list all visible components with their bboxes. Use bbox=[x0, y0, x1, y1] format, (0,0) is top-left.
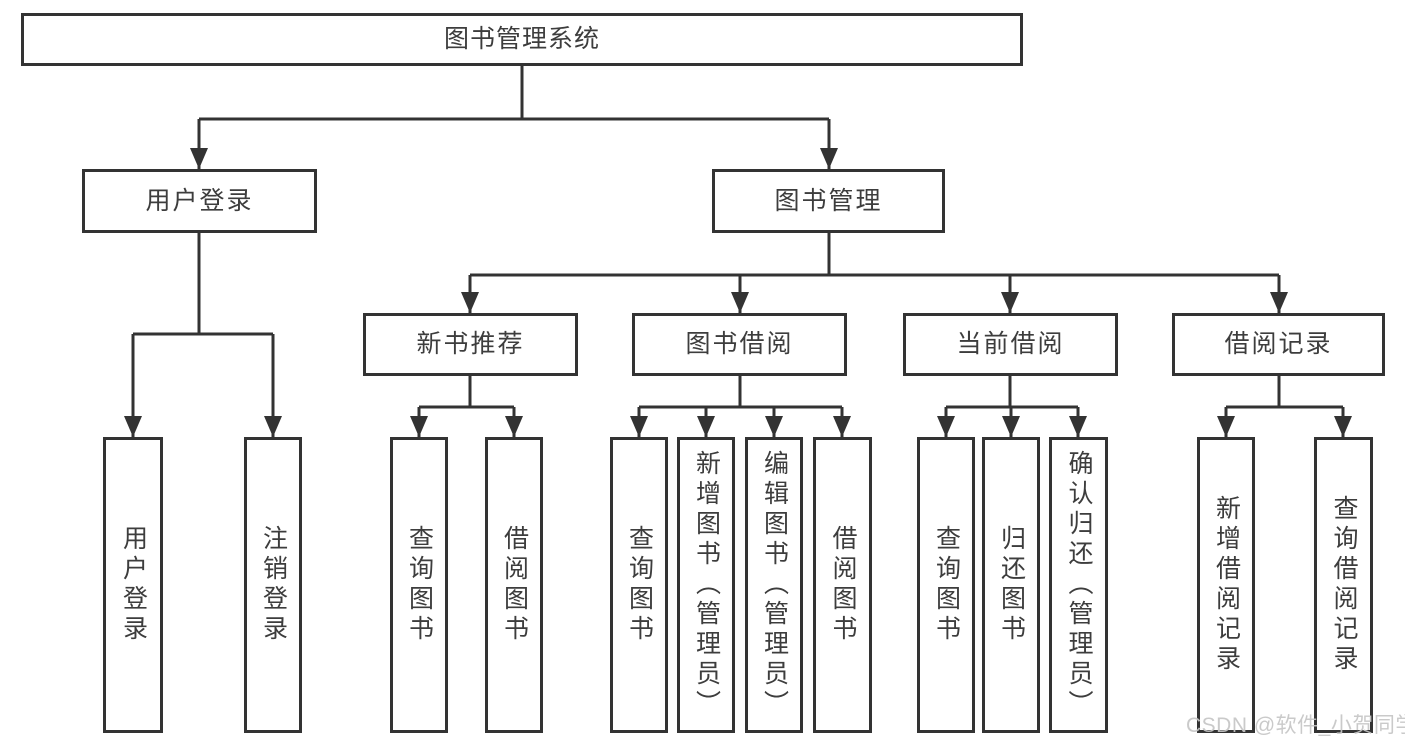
leaf-edit-book-admin: 编辑图书（管理员） bbox=[745, 437, 803, 733]
leaf-query-books-3: 查询图书 bbox=[917, 437, 975, 733]
node-borrow-records: 借阅记录 bbox=[1172, 313, 1385, 376]
leaf-query-books-2: 查询图书 bbox=[610, 437, 668, 733]
leaf-add-book-admin: 新增图书（管理员） bbox=[677, 437, 735, 733]
leaf-add-borrow-record: 新增借阅记录 bbox=[1197, 437, 1255, 733]
leaf-logout: 注销登录 bbox=[244, 437, 302, 733]
node-current-borrow: 当前借阅 bbox=[903, 313, 1118, 376]
node-new-book-recommend: 新书推荐 bbox=[363, 313, 578, 376]
leaf-user-login: 用户登录 bbox=[103, 437, 163, 733]
node-user-login: 用户登录 bbox=[82, 169, 317, 233]
node-root: 图书管理系统 bbox=[21, 13, 1023, 66]
connector-book-management bbox=[461, 233, 1288, 313]
leaf-borrow-books-2: 借阅图书 bbox=[813, 437, 872, 733]
connector-borrow-records bbox=[1217, 376, 1352, 437]
leaf-borrow-books-1: 借阅图书 bbox=[485, 437, 543, 733]
leaf-query-books-1: 查询图书 bbox=[390, 437, 448, 733]
node-book-management: 图书管理 bbox=[712, 169, 945, 233]
connector-user-login bbox=[124, 233, 282, 437]
connector-new-book-recommend bbox=[410, 376, 523, 437]
connector-root bbox=[190, 66, 838, 169]
leaf-return-book: 归还图书 bbox=[982, 437, 1040, 733]
connector-current-borrow bbox=[937, 376, 1087, 437]
leaf-query-borrow-record: 查询借阅记录 bbox=[1314, 437, 1373, 733]
connector-book-borrow bbox=[630, 376, 851, 437]
node-book-borrow: 图书借阅 bbox=[632, 313, 847, 376]
watermark: CSDN @软件_小贺同学 bbox=[1186, 714, 1405, 737]
leaf-confirm-return-admin: 确认归还（管理员） bbox=[1049, 437, 1108, 733]
